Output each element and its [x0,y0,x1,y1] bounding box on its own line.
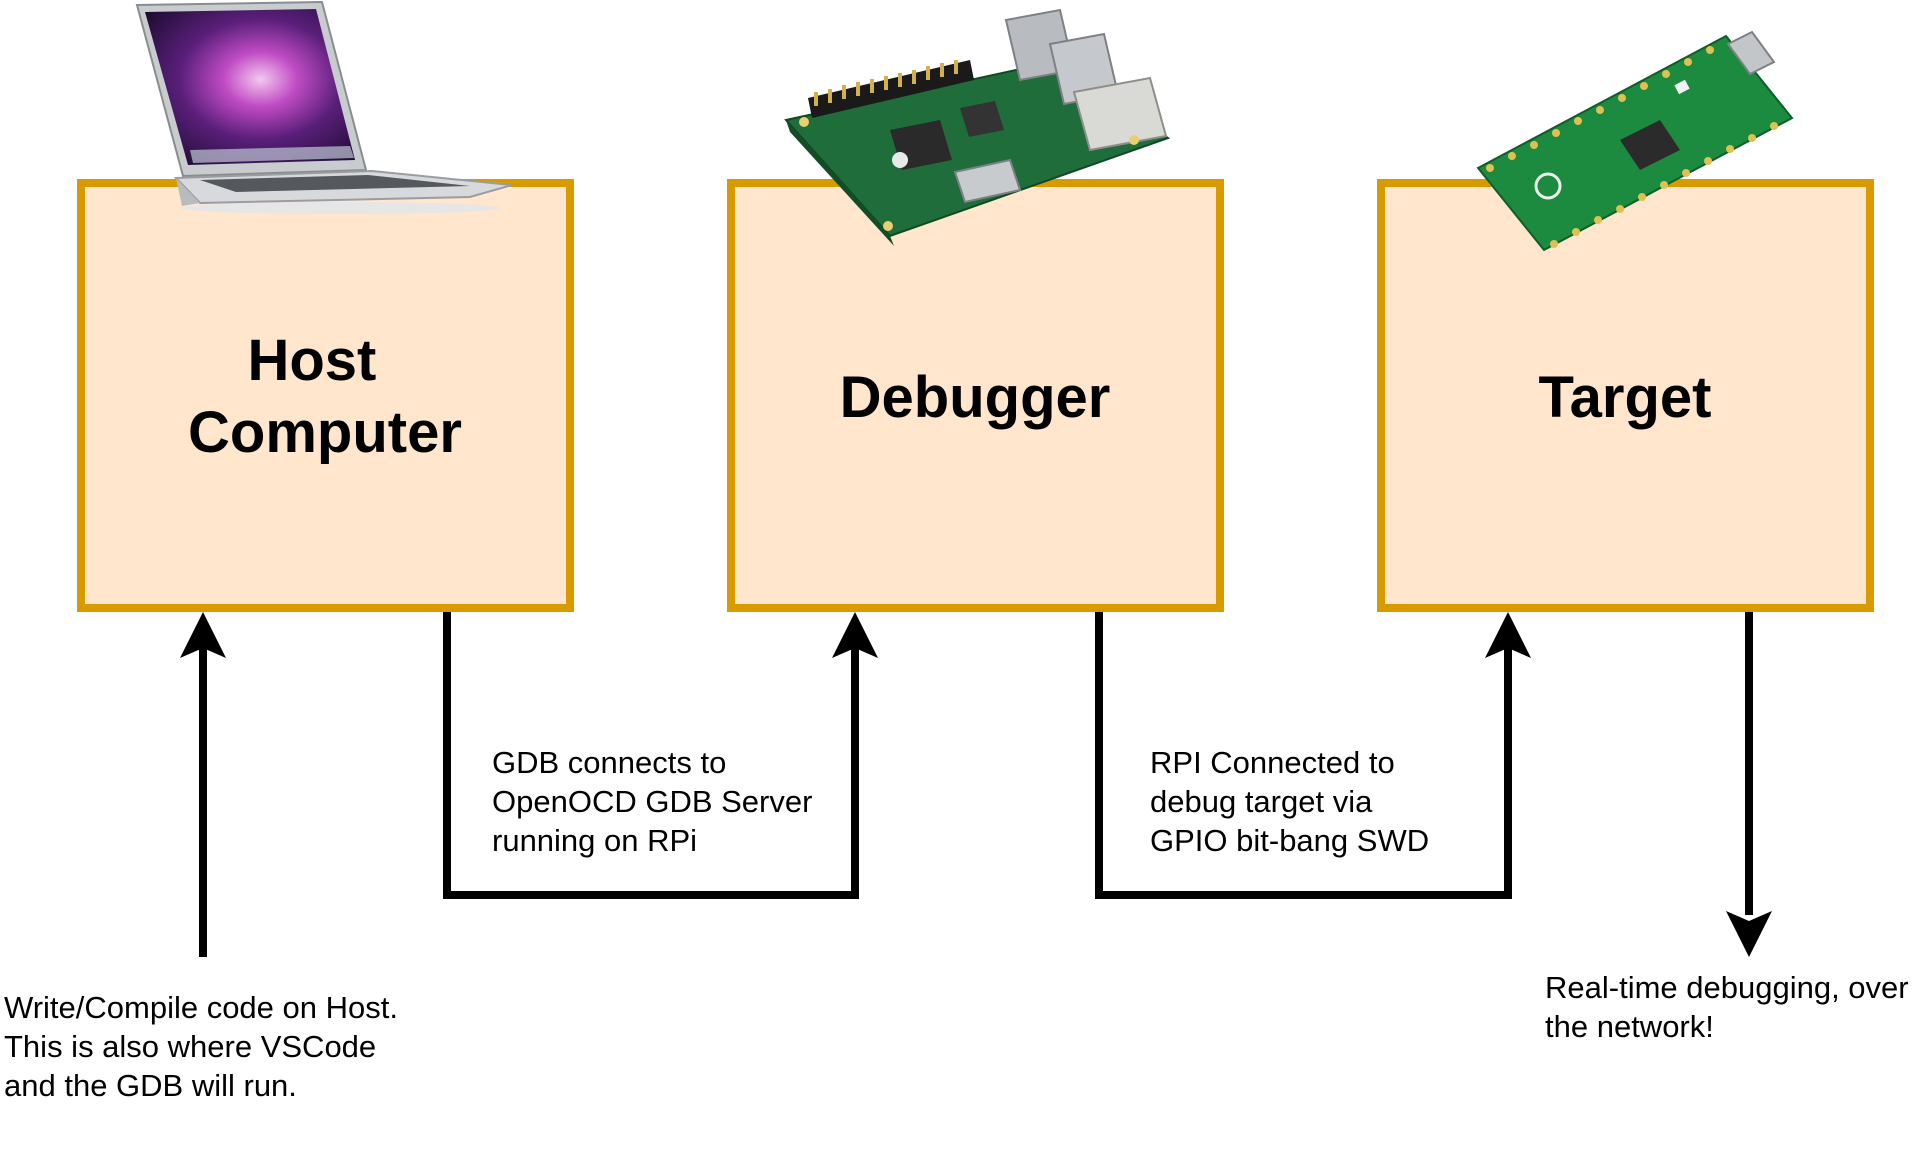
output-arrowhead [1726,911,1772,957]
host-note: Write/Compile code on Host. This is also… [4,990,407,1103]
target-note: Real-time debugging, over the network! [1545,970,1917,1044]
debugger-box: Debugger [727,179,1224,612]
host-to-debugger-note-line-1: GDB connects to [492,745,726,780]
host-to-debugger-note-line-3: running on RPi [492,823,697,858]
debugger-to-target-note-line-3: GPIO bit-bang SWD [1150,823,1429,858]
target-box: Target [1377,179,1874,612]
debugger-arrowhead [832,612,878,658]
host-title-line-2: Computer [188,400,462,465]
target-note-line-2: the network! [1545,1009,1714,1044]
host-arrowhead [180,612,226,658]
arrowheads [180,612,1772,957]
target-arrowhead [1485,612,1531,658]
raspberry-pi-pico-icon [1476,30,1794,252]
connectors [199,612,1753,957]
debugger-to-target-note: RPI Connected to debug target via GPIO b… [1150,745,1429,858]
target-note-line-1: Real-time debugging, over [1545,970,1909,1005]
debugger-to-target-note-line-2: debug target via [1150,784,1373,819]
host-note-line-1: Write/Compile code on Host. [4,990,398,1025]
host-to-debugger-note: GDB connects to OpenOCD GDB Server runni… [492,745,821,858]
host-note-line-2: This is also where VSCode [4,1029,376,1064]
laptop-icon [135,0,513,214]
debugger-title: Debugger [840,365,1111,430]
host-computer-box: Host Computer [77,179,574,612]
debugger-to-target-note-line-1: RPI Connected to [1150,745,1395,780]
host-to-debugger-note-line-2: OpenOCD GDB Server [492,784,812,819]
raspberry-pi-board-icon [784,8,1171,246]
host-to-debugger-connector [443,612,859,899]
host-title-line-1: Host [247,328,376,393]
svg-text:Host Computer: Host Computer [188,328,462,465]
target-title: Target [1539,365,1712,430]
host-note-line-3: and the GDB will run. [4,1068,297,1103]
debugger-to-target-connector [1095,612,1512,899]
